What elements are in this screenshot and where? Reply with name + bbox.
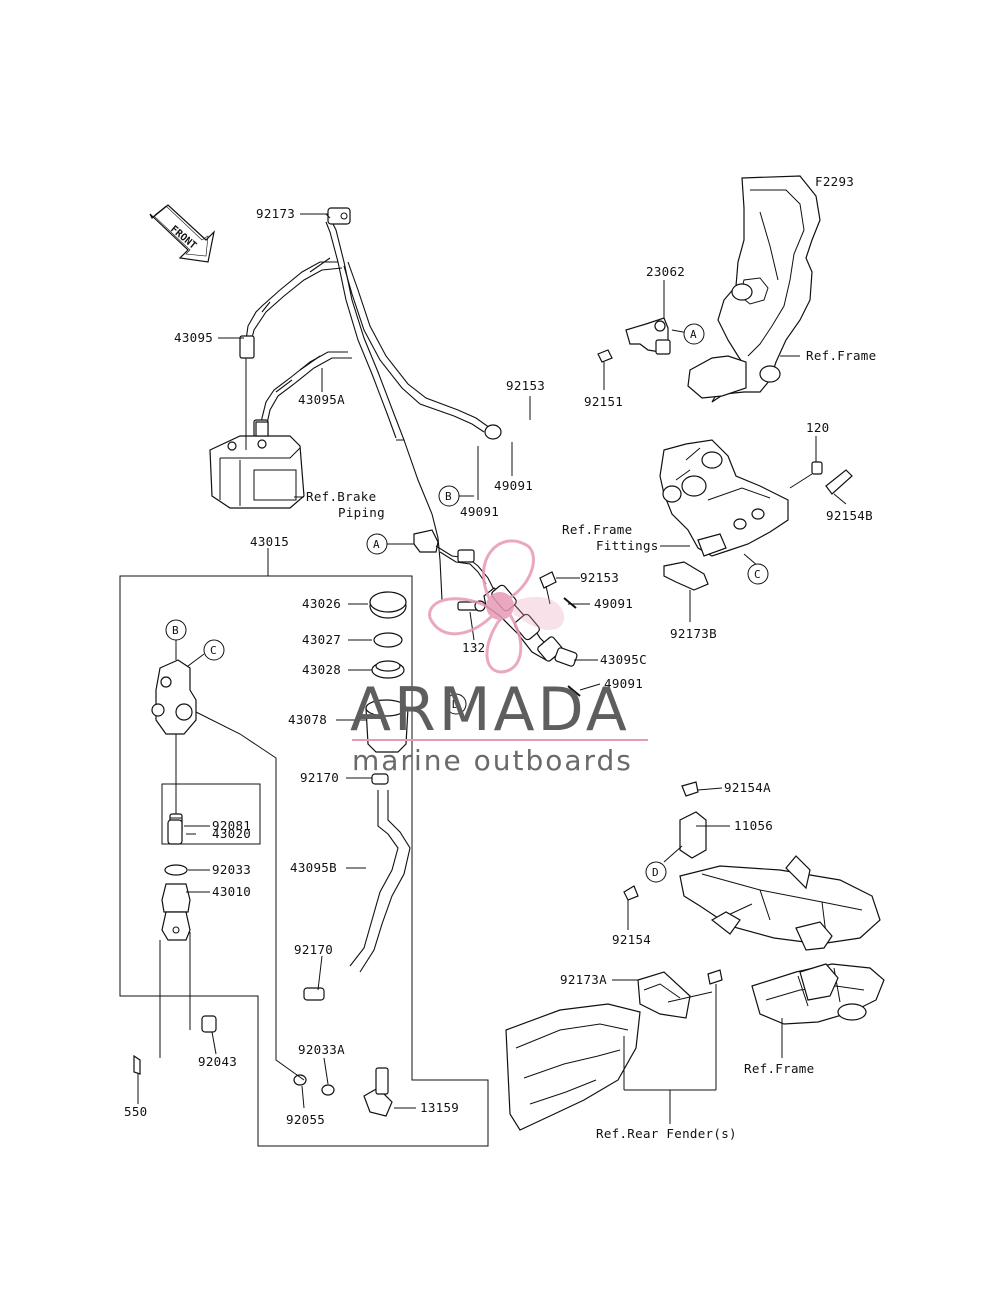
label-92170-b: 92170 — [294, 942, 333, 957]
watermark-tagline: marine outboards — [352, 744, 633, 777]
front-arrow-icon: FRONT — [149, 204, 215, 263]
callout-a-1-label: A — [690, 328, 697, 341]
label-49091-b: 49091 — [460, 504, 499, 519]
label-132: 132 — [462, 640, 485, 655]
label-92033: 92033 — [212, 862, 251, 877]
label-92151: 92151 — [584, 394, 623, 409]
watermark: ARMADA marine outboards — [350, 539, 648, 777]
label-92173A: 92173A — [560, 972, 607, 987]
propeller-logo-icon — [428, 539, 565, 674]
callout-a-2-label: A — [373, 538, 380, 551]
label-49091-d: 49091 — [604, 676, 643, 691]
label-43028: 43028 — [302, 662, 341, 677]
abs-unit — [209, 358, 305, 509]
label-43095: 43095 — [174, 330, 213, 345]
callout-a-1: A — [683, 323, 705, 345]
ref-frame-lower: Ref.Frame — [744, 1061, 814, 1076]
label-23062: 23062 — [646, 264, 685, 279]
label-92173: 92173 — [256, 206, 295, 221]
label-92153-top: 92153 — [506, 378, 545, 393]
callout-d-1: D — [445, 693, 467, 715]
label-43095A: 43095A — [298, 392, 345, 407]
callout-b-2-label: B — [172, 624, 179, 637]
label-43010: 43010 — [212, 884, 251, 899]
rear-frame-section — [623, 781, 885, 1025]
callout-b-1: B — [438, 485, 460, 507]
master-cylinder-box-43015 — [119, 575, 489, 1147]
frame-bracket-upper — [597, 175, 821, 403]
callout-c-1: C — [203, 639, 225, 661]
label-43078: 43078 — [288, 712, 327, 727]
reference-labels: Ref.Frame Ref.Brake Piping Ref.Frame Fit… — [306, 348, 876, 1141]
callout-c-2-label: C — [754, 568, 761, 581]
callout-a-2: A — [366, 533, 388, 555]
ref-frame-upper: Ref.Frame — [806, 348, 876, 363]
label-49091-a: 49091 — [494, 478, 533, 493]
label-92055: 92055 — [286, 1112, 325, 1127]
ref-frame-fittings-line2: Fittings — [596, 538, 659, 553]
label-92154A: 92154A — [724, 780, 771, 795]
label-550: 550 — [124, 1104, 147, 1119]
callout-c-1-label: C — [210, 644, 217, 657]
callout-b-1-label: B — [445, 490, 452, 503]
label-92043: 92043 — [198, 1054, 237, 1069]
ref-rear-fender: Ref.Rear Fender(s) — [596, 1126, 737, 1141]
callout-c-2: C — [747, 563, 769, 585]
label-11056: 11056 — [734, 818, 773, 833]
callout-b-2: B — [165, 619, 187, 641]
ref-brake-piping-line1: Ref.Brake — [306, 489, 376, 504]
ref-frame-fittings-line1: Ref.Frame — [562, 522, 632, 537]
label-120: 120 — [806, 420, 829, 435]
label-92153-mid: 92153 — [580, 570, 619, 585]
label-43095B: 43095B — [290, 860, 337, 875]
label-92154: 92154 — [612, 932, 651, 947]
brake-hose-upper — [239, 207, 502, 441]
callout-d-2-label: D — [652, 866, 659, 879]
label-43027: 43027 — [302, 632, 341, 647]
rear-fender — [505, 969, 723, 1131]
ref-brake-piping-line2: Piping — [338, 505, 385, 520]
label-13159: 13159 — [420, 1100, 459, 1115]
label-92173B: 92173B — [670, 626, 717, 641]
label-49091-c: 49091 — [594, 596, 633, 611]
label-43095C: 43095C — [600, 652, 647, 667]
label-43015: 43015 — [250, 534, 289, 549]
watermark-brand: ARMADA — [350, 675, 630, 745]
label-92081: 92081 — [212, 818, 251, 833]
label-92033A: 92033A — [298, 1042, 345, 1057]
label-92170-a: 92170 — [300, 770, 339, 785]
frame-fittings — [659, 439, 853, 591]
label-92154B: 92154B — [826, 508, 873, 523]
callout-d-1-label: D — [452, 698, 459, 711]
label-43020: 43020 — [212, 826, 251, 841]
diagram-code: F2293 — [815, 174, 854, 189]
label-43026: 43026 — [302, 596, 341, 611]
leader-lines — [137, 213, 847, 1124]
part-labels: 92173 43095 43095A 92153 49091 49091 430… — [124, 206, 873, 1127]
callout-d-2: D — [645, 861, 667, 883]
master-cylinder-assembly — [403, 439, 581, 697]
